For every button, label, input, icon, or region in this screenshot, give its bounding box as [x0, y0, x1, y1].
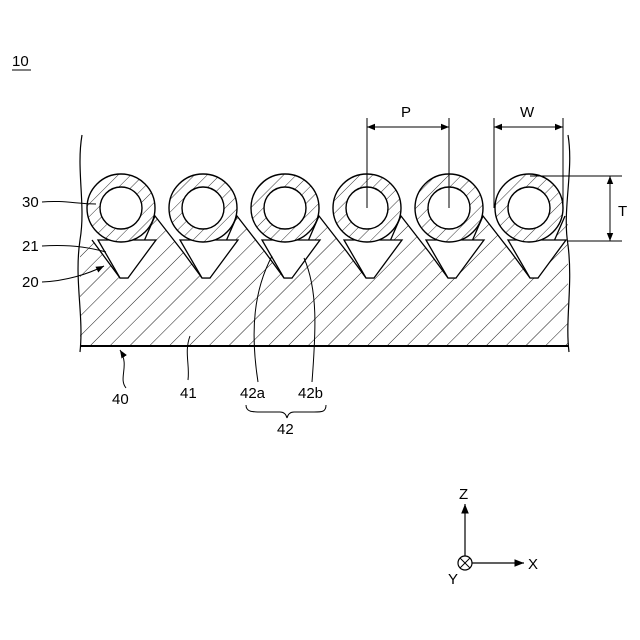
ref-42b-label: 42b: [298, 385, 323, 402]
ref-20-label: 20: [22, 274, 39, 291]
figure-ref-label: 10: [12, 53, 29, 70]
ref-21-label: 21: [22, 238, 39, 255]
width-label: W: [520, 104, 535, 121]
substrate-body: [80, 216, 568, 346]
ref-30-label: 30: [22, 194, 39, 211]
fiber-2: [169, 174, 237, 242]
ref-42-brace: [246, 405, 326, 418]
ref-42a-label: 42a: [240, 385, 266, 402]
substrate-40: [78, 135, 570, 352]
x-axis-label: X: [528, 556, 538, 573]
coordinate-axes: Z X Y: [448, 486, 538, 588]
fiber-6: [495, 174, 563, 242]
fiber-3: [251, 174, 319, 242]
ref-42-label: 42: [277, 421, 294, 438]
fiber-1: [87, 174, 155, 242]
y-axis-into-page-icon: [458, 556, 472, 570]
ref-41-label: 41: [180, 385, 197, 402]
figure-ref: 10: [12, 53, 31, 70]
y-axis-label: Y: [448, 571, 458, 588]
ref-40-label: 40: [112, 391, 129, 408]
z-axis-label: Z: [459, 486, 468, 503]
ref-40-leader: [120, 350, 126, 388]
thickness-label: T: [618, 203, 627, 220]
pitch-label: P: [401, 104, 411, 121]
